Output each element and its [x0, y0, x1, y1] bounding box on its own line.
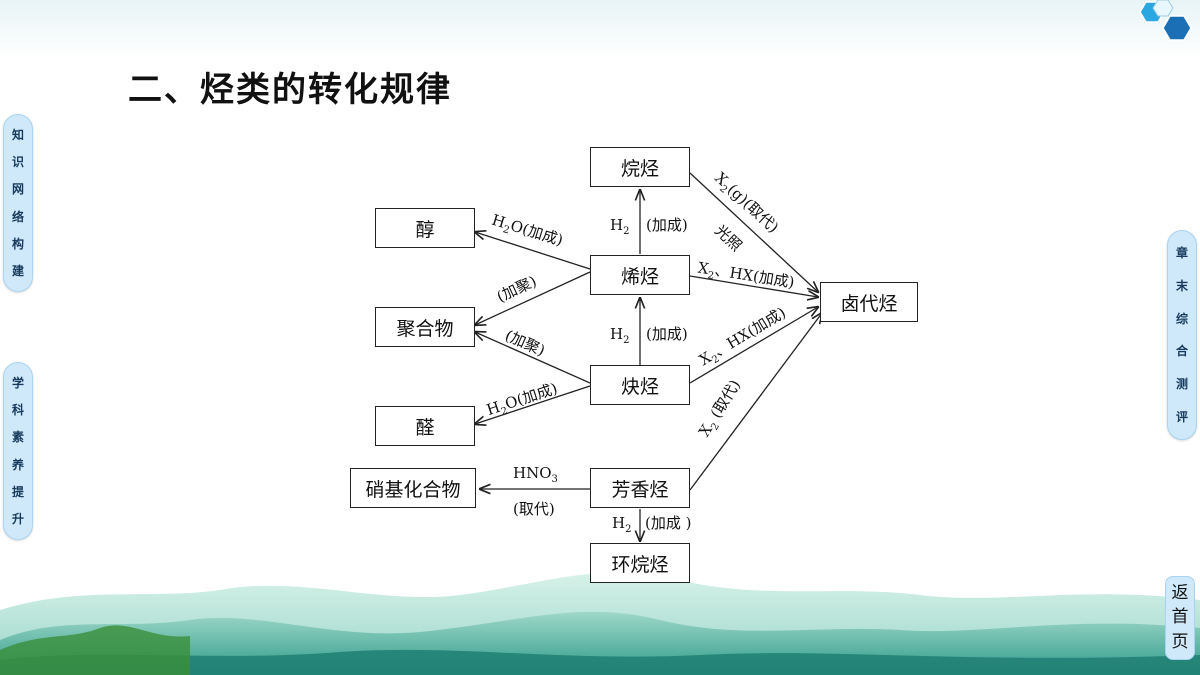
node-alcohol: 醇	[375, 208, 475, 248]
tab-char: 章	[1175, 246, 1188, 261]
hexagon-decoration-icon	[1139, 0, 1192, 41]
arrow-alkyne-to-aldehyde	[475, 385, 591, 424]
node-aromatic: 芳香烃	[590, 468, 690, 508]
tab-char: 知	[11, 127, 24, 142]
tab-char: 学	[11, 375, 24, 390]
arrow-alkene-to-halide	[689, 275, 818, 297]
arrow-alkene-to-alcohol	[475, 232, 591, 270]
tab-discipline-literacy[interactable]: 学 科 素 养 提 升	[3, 362, 33, 540]
tab-char: 建	[11, 264, 24, 279]
node-cycloalkane: 环烷烃	[590, 543, 690, 583]
label-addition-alkene-alkane: (加成)	[646, 216, 688, 234]
node-halide: 卤代烃	[820, 282, 918, 322]
tab-knowledge-network[interactable]: 知 识 网 络 构 建	[3, 114, 33, 292]
label-hno3: HNO3	[513, 464, 558, 485]
tab-char: 络	[11, 209, 24, 224]
tab-char: 素	[11, 430, 24, 445]
tab-char: 网	[11, 182, 24, 197]
tab-chapter-assessment[interactable]: 章 末 综 合 测 评	[1167, 230, 1197, 440]
back-char: 首	[1171, 607, 1189, 628]
arrow-aromatic-to-halide	[689, 313, 822, 491]
tab-char: 养	[11, 457, 24, 472]
tab-char: 升	[11, 512, 24, 527]
node-alkyne: 炔烃	[590, 365, 690, 405]
label-addition-alkyne-alkene: (加成)	[646, 325, 688, 343]
node-aldehyde: 醛	[375, 406, 475, 446]
arrow-alkyne-to-polymer	[475, 332, 591, 384]
arrow-alkene-to-polymer	[475, 271, 591, 325]
node-polymer: 聚合物	[375, 307, 475, 347]
back-home-button[interactable]: 返 首 页	[1165, 576, 1195, 660]
back-char: 页	[1171, 632, 1189, 653]
node-alkene: 烯烃	[590, 255, 690, 295]
tab-char: 提	[11, 484, 24, 499]
arrow-alkane-to-halide	[689, 172, 818, 292]
label-substitution-nitro: (取代)	[513, 500, 555, 518]
tab-char: 科	[11, 402, 24, 417]
label-h2-alkene-alkane: H2	[610, 216, 630, 237]
node-nitro-compound: 硝基化合物	[350, 468, 476, 508]
tab-char: 末	[1175, 278, 1188, 293]
tab-char: 测	[1175, 376, 1188, 391]
node-alkane: 烷烃	[590, 147, 690, 187]
tab-char: 合	[1175, 344, 1188, 359]
label-addition-aromatic-cycloalkane: (加成 )	[645, 514, 692, 532]
label-h2-aromatic-cycloalkane: H2	[612, 514, 632, 535]
tab-char: 构	[11, 236, 24, 251]
tab-char: 识	[11, 154, 24, 169]
tab-char: 评	[1175, 409, 1188, 424]
page-title: 二、烃类的转化规律	[128, 70, 452, 110]
arrow-alkyne-to-halide	[689, 307, 818, 384]
tab-char: 综	[1175, 311, 1188, 326]
back-char: 返	[1171, 582, 1189, 603]
label-h2-alkyne-alkene: H2	[610, 325, 630, 346]
